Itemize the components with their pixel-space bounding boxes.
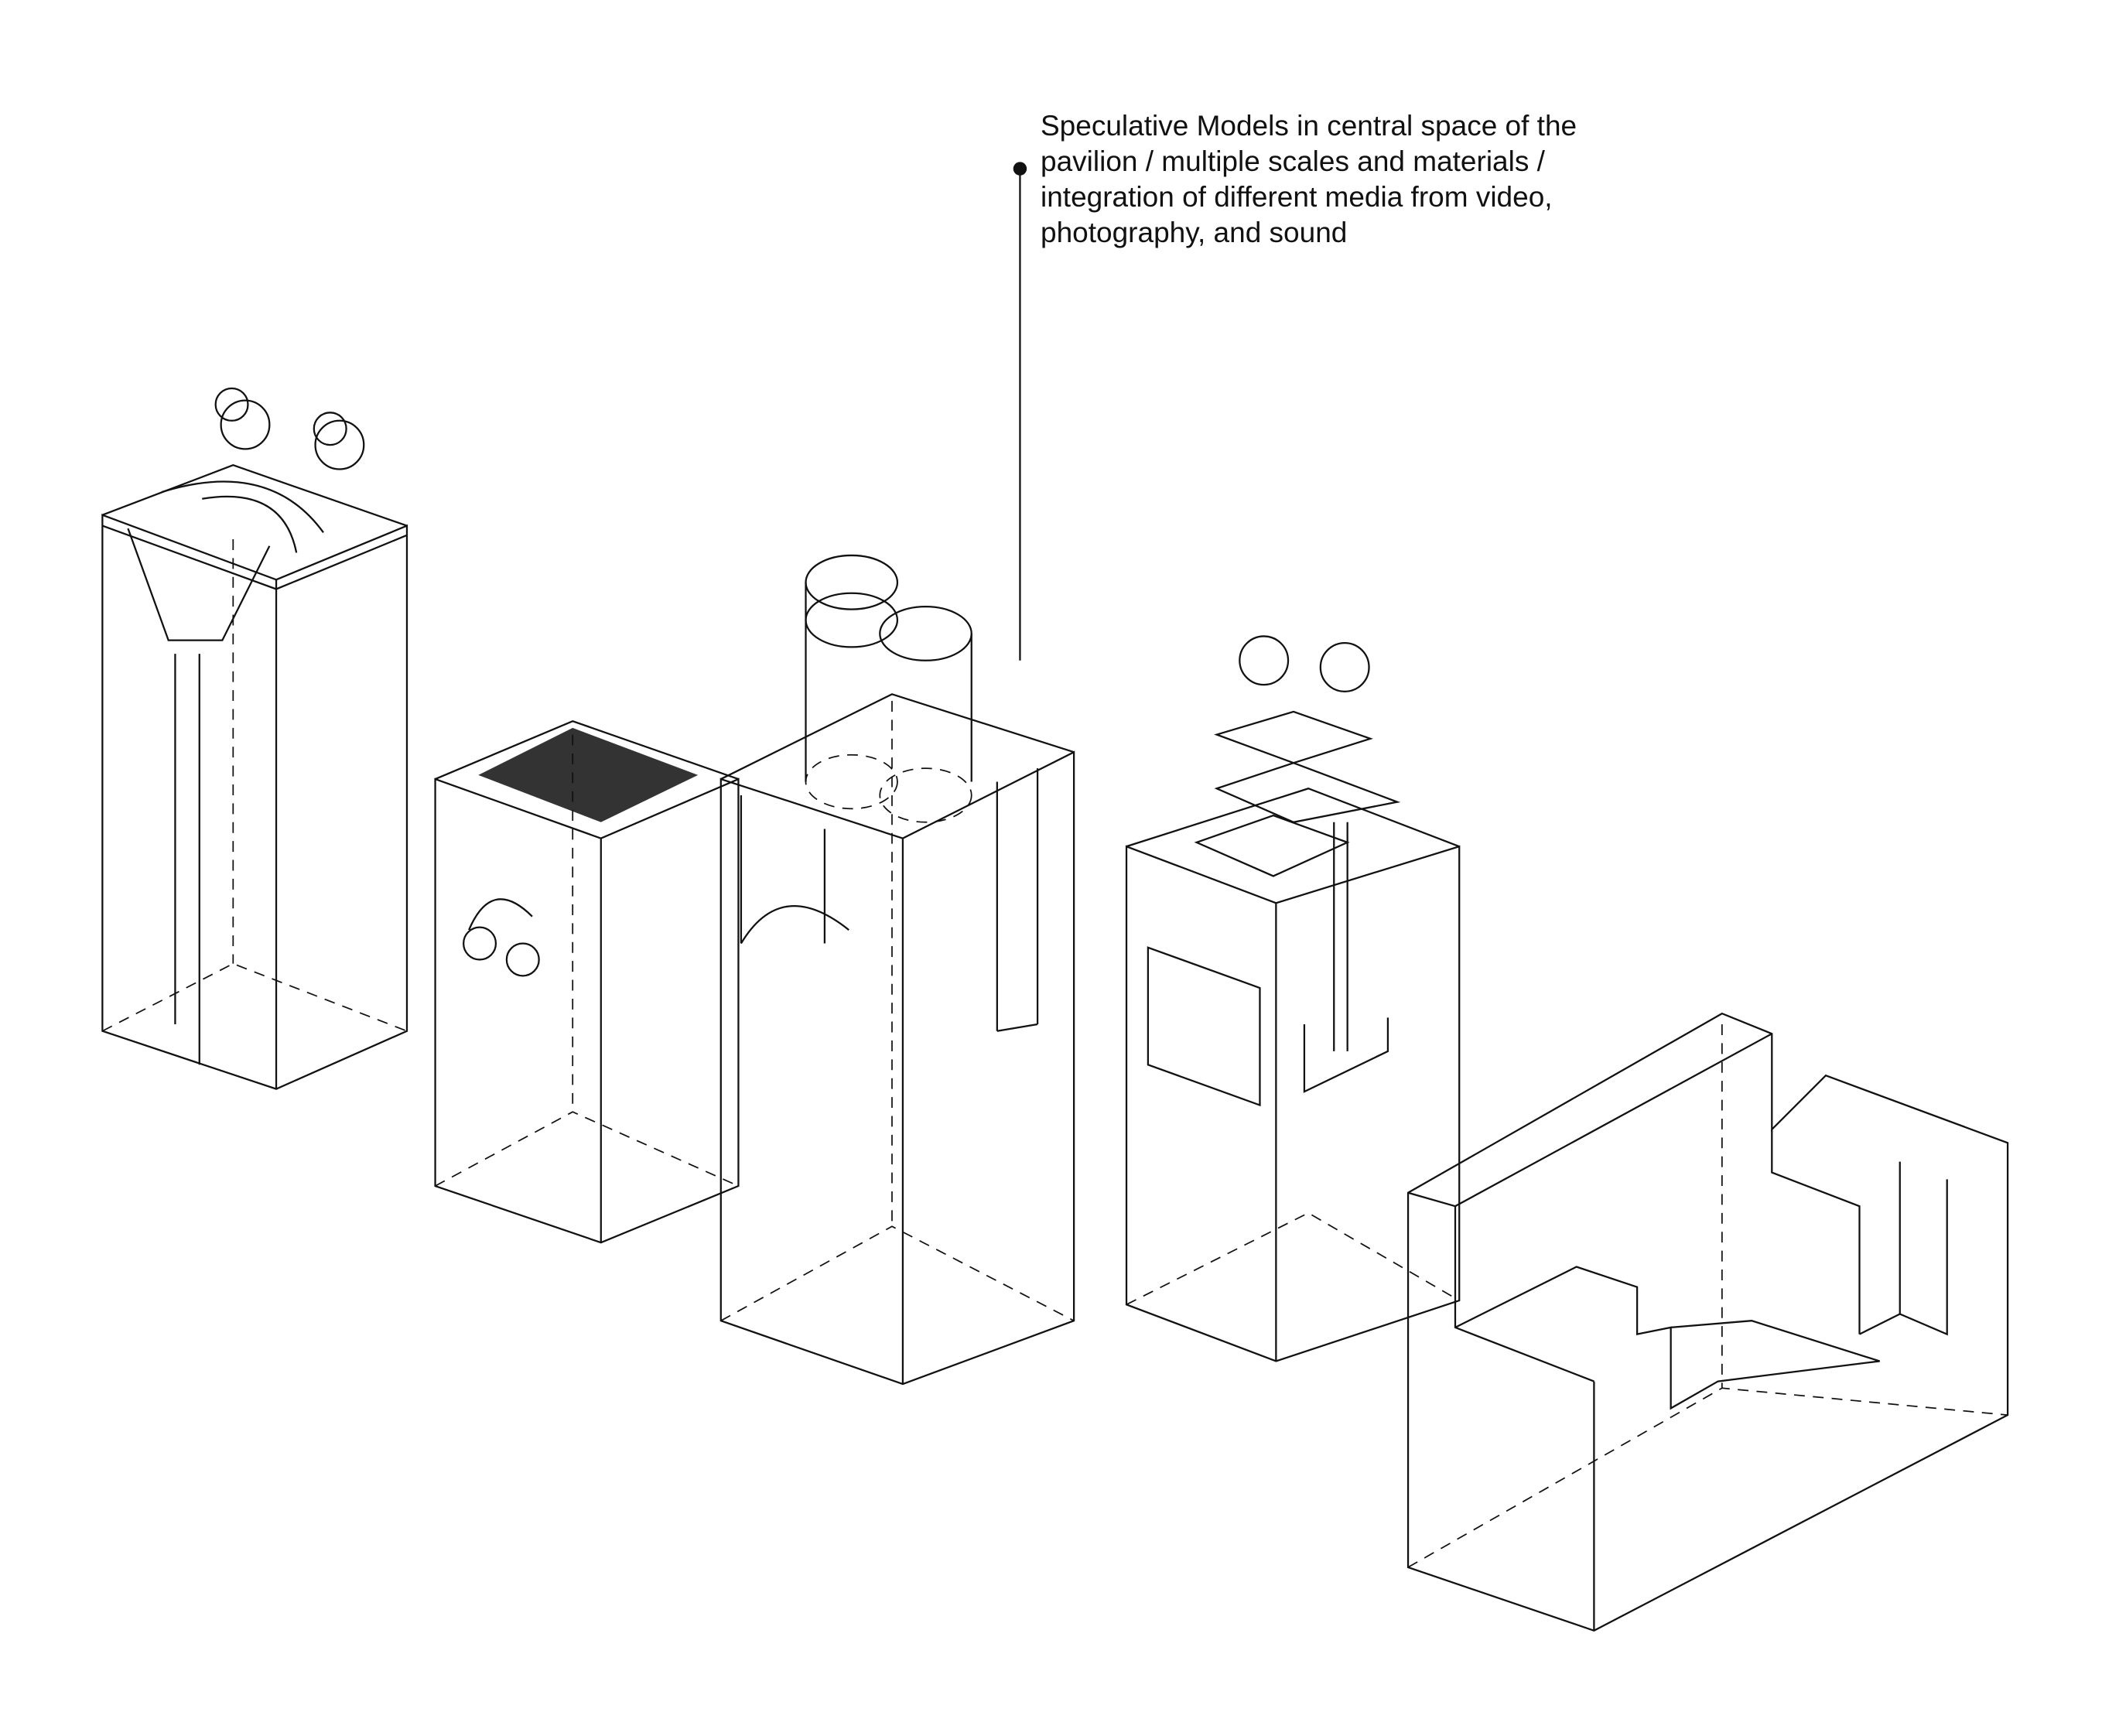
caption-line: pavilion / multiple scales and materials…: [1041, 145, 1545, 177]
caption-line: Speculative Models in central space of t…: [1041, 110, 1577, 142]
tree-icon: [1239, 635, 1370, 692]
caption-line: integration of different media from vide…: [1041, 181, 1553, 213]
model-2-headphone-plinth: [434, 719, 740, 1244]
model-1-funnel-column: [101, 387, 408, 1090]
tree-icon: [214, 387, 365, 470]
model-4-stacked-plates: [1125, 635, 1461, 1362]
annotation-leader: [1013, 162, 1027, 661]
model-3-cylinders: [719, 554, 1075, 1386]
headphones-icon: [463, 898, 540, 977]
annotation-caption: Speculative Models in central space of t…: [1041, 108, 1629, 251]
screen: [478, 727, 699, 822]
model-5-courtyard-block: [1406, 1012, 2009, 1632]
caption-line: photography, and sound: [1041, 217, 1348, 248]
